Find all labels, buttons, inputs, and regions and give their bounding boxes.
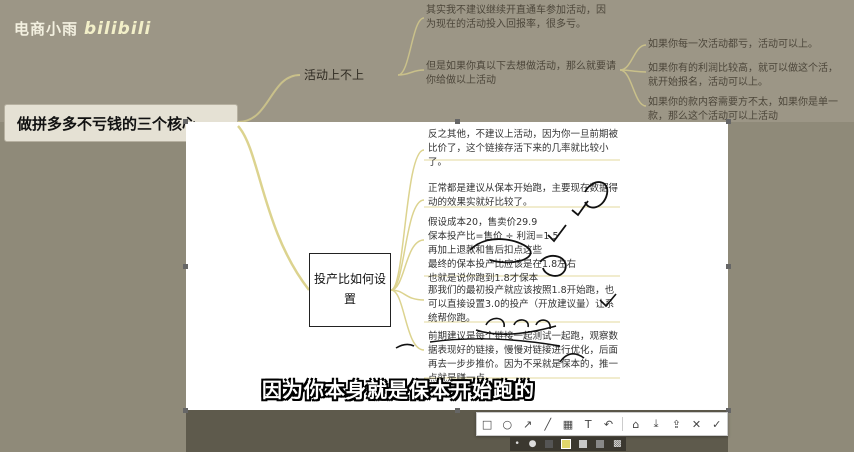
resize-handle-top-left[interactable] (183, 119, 188, 124)
mosaic-tool-icon[interactable]: ▦ (562, 417, 574, 431)
dimmed-mindmap-top (0, 0, 854, 122)
confirm-icon[interactable]: ✓ (712, 417, 722, 431)
note-initial-roi: 那我们的最初投产就应该按照1.8开始跑，也可以直接设置3.0的投产（开放建议量）… (428, 285, 615, 324)
toolbar-divider (621, 417, 623, 431)
calc-line-3: 再加上退款和售后扣点这些 (428, 245, 543, 256)
calc-line-4: 最终的保本投产比应该是在1.8左右 (428, 259, 577, 270)
calc-line-1: 假设成本20，售卖价29.9 (428, 217, 538, 228)
dimmed-mindmap-left (0, 122, 186, 452)
capture-canvas[interactable] (186, 122, 728, 410)
color-swatch-gray[interactable] (596, 440, 605, 448)
resize-handle-left[interactable] (183, 264, 188, 269)
share-icon[interactable]: ⇪ (671, 417, 681, 431)
note-breakeven-start: 正常都是建议从保本开始跑，主要现在数据得动的效果实就好比较了。 (428, 183, 619, 208)
color-swatch-yellow[interactable] (561, 439, 572, 449)
resize-handle-bottom[interactable] (455, 408, 460, 413)
note-cost-calc: 假设成本20，售卖价29.9 保本投产比=售价 ÷ 利润=1.5 再加上退款和售… (428, 216, 618, 286)
undo-icon[interactable]: ↶ (603, 417, 614, 431)
resize-handle-right[interactable] (726, 264, 731, 269)
channel-logo: 电商小雨 bilibili (14, 18, 151, 39)
note-reverse: 反之其他，不建议上活动，因为你一旦前期被比价了，这个链接存活下来的几率就比较小了… (428, 129, 619, 168)
pen-style-palette: • ● ▩ (510, 437, 626, 451)
rectangle-tool-icon[interactable]: □ (481, 417, 493, 431)
video-subtitle: 因为你本身就是保本开始跑的 (262, 378, 535, 402)
screenshot-toolbar: □ ○ ↗ ╱ ▦ T ↶ ⌂ ⤓ ⇪ ✕ ✓ (476, 412, 728, 436)
mosaic-pattern-icon[interactable]: ▩ (612, 439, 622, 449)
save-icon[interactable]: ⤓ (653, 417, 659, 430)
right-note-1: 如果你每一次活动都亏，活动可以上。 (648, 39, 818, 50)
top-note-2: 但是如果你真以下去想做活动，那么就要请你给做以上活动 (426, 61, 616, 86)
pen-tool-icon[interactable]: ╱ (544, 417, 552, 431)
note-testing-advice: 前期建议是每个链接一起测试一起跑，观察数据表现好的链接，慢慢对链接进行优化，后面… (428, 331, 619, 384)
arrow-tool-icon[interactable]: ↗ (522, 417, 533, 431)
resize-handle-bottom-left[interactable] (183, 408, 188, 413)
medium-dot-icon[interactable]: ● (528, 439, 537, 449)
text-tool-icon[interactable]: T (584, 417, 592, 431)
calc-line-5: 也就是说你跑到1.8才保本 (428, 273, 539, 284)
channel-name: 电商小雨 (14, 20, 79, 38)
resize-handle-bottom-right[interactable] (726, 408, 731, 413)
calc-line-2: 保本投产比=售价 ÷ 利润=1.5 (428, 231, 559, 242)
top-note-1: 其实我不建议继续开直通车参加活动，因为现在的活动投入回报率，很多亏。 (426, 5, 606, 30)
right-note-2: 如果你有的利润比较高，就可以做这个活，就开始报名，活动可以上。 (648, 63, 838, 88)
small-dot-icon[interactable]: • (514, 439, 520, 449)
cancel-icon[interactable]: ✕ (691, 417, 702, 431)
resize-handle-top-right[interactable] (726, 119, 731, 124)
pin-icon[interactable]: ⌂ (632, 417, 640, 431)
bilibili-logo: bilibili (84, 19, 152, 39)
color-swatch-dark[interactable] (545, 440, 554, 448)
ellipse-tool-icon[interactable]: ○ (502, 417, 513, 431)
color-swatch-light[interactable] (579, 440, 588, 448)
dimmed-mindmap-right (728, 122, 854, 452)
resize-handle-top[interactable] (455, 119, 460, 124)
center-node-roi: 投产比如何设置 (309, 253, 391, 327)
right-note-3: 如果你的款内容需要方不太，如果你是单一款，那么这个活动可以上活动 (648, 97, 838, 122)
activity-branch-label: 活动上不上 (304, 68, 365, 82)
